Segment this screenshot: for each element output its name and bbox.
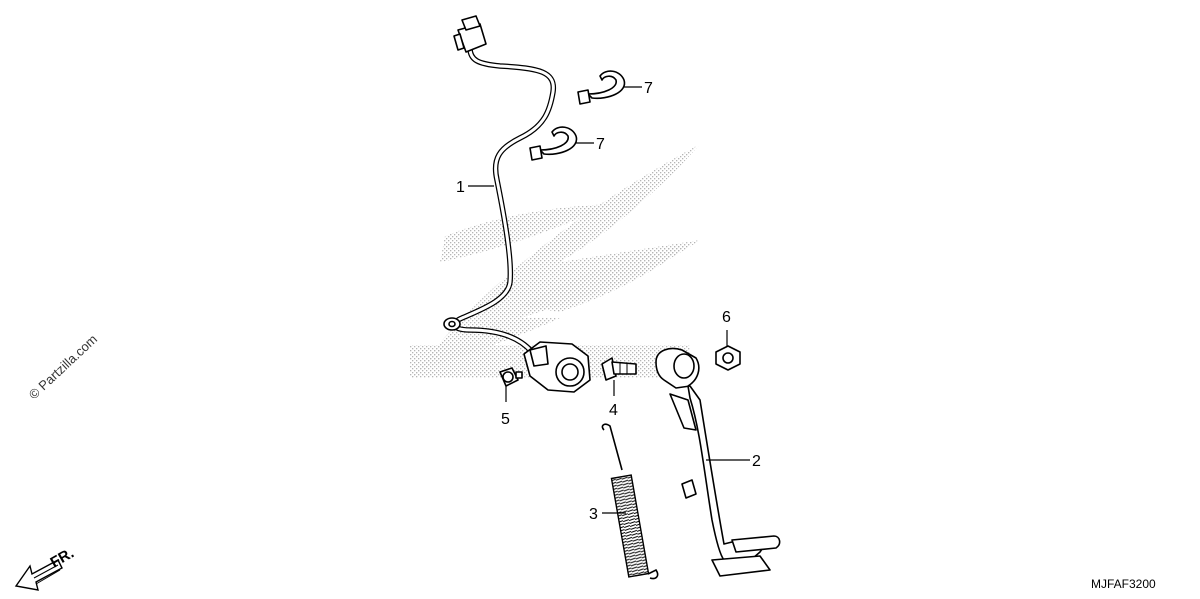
callout-1: 1 — [456, 179, 494, 196]
side-stand — [655, 347, 781, 577]
pivot-bolt — [601, 357, 637, 381]
callout-4-label: 4 — [609, 402, 618, 419]
wire-clamp-lower — [529, 126, 578, 161]
switch-bolt — [499, 367, 523, 387]
nut — [715, 345, 741, 371]
callout-7-lower-label: 7 — [596, 136, 605, 153]
callout-2-label: 2 — [752, 453, 761, 470]
callout-3-label: 3 — [589, 506, 598, 523]
wire-clamp-upper — [577, 70, 626, 105]
callout-6: 6 — [722, 309, 731, 346]
callout-5-label: 5 — [501, 411, 510, 428]
callout-7-upper: 7 — [624, 80, 653, 97]
diagram-code: MJFAF3200 — [1091, 577, 1156, 591]
watermark-text: © Partzilla.com — [26, 331, 100, 402]
side-stand-switch-wire — [443, 15, 591, 393]
callout-3: 3 — [589, 506, 626, 523]
callout-4: 4 — [609, 380, 618, 419]
callout-7-upper-label: 7 — [644, 80, 653, 97]
callout-2: 2 — [706, 453, 761, 470]
front-direction-arrow — [14, 559, 63, 591]
callout-5: 5 — [501, 386, 510, 428]
stand-spring — [601, 423, 659, 580]
callout-7-lower: 7 — [576, 136, 605, 153]
callout-6-label: 6 — [722, 309, 731, 326]
callout-1-label: 1 — [456, 179, 465, 196]
